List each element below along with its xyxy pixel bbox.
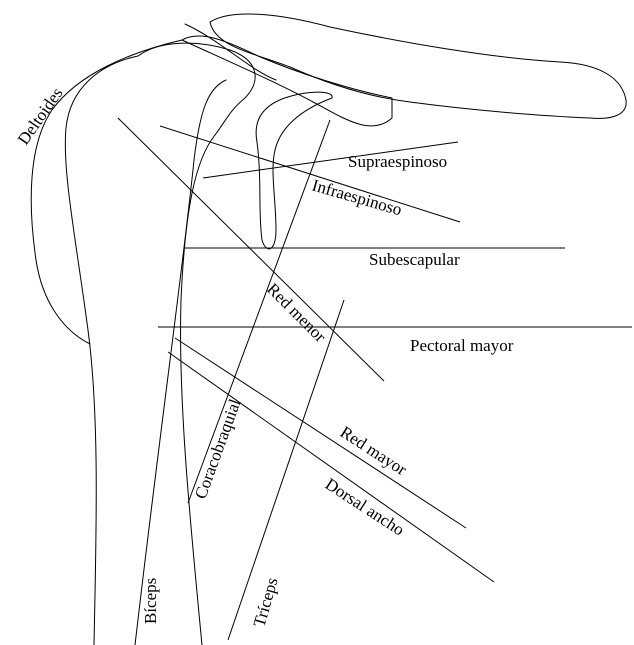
label-biceps: Bíceps — [141, 578, 160, 624]
clavicle-outline — [210, 14, 626, 118]
humerus-lateral-outline — [65, 56, 138, 645]
muscle-labels: Deltoides Supraespinoso Infraespinoso Su… — [14, 84, 514, 629]
label-supraespinoso: Supraespinoso — [348, 152, 447, 171]
label-subescapular: Subescapular — [369, 250, 460, 269]
label-dorsal-ancho: Dorsal ancho — [322, 474, 408, 539]
label-coracobraquial: Coracobraquial — [191, 396, 245, 501]
label-infraespinoso: Infraespinoso — [310, 176, 404, 220]
label-pectoral-mayor: Pectoral mayor — [410, 336, 514, 355]
triceps-line — [228, 300, 344, 640]
coracoid-outline — [256, 92, 332, 249]
label-deltoides: Deltoides — [14, 84, 67, 148]
deltoid-outline — [31, 40, 182, 344]
label-red-menor: Red menor — [263, 279, 330, 346]
acromion-edge — [185, 24, 276, 80]
humerus-medial-outline — [181, 135, 215, 645]
acromion-outline — [182, 36, 392, 126]
anatomy-outlines — [31, 14, 626, 645]
label-triceps: Tríceps — [250, 575, 282, 629]
red-menor-line — [118, 118, 384, 381]
